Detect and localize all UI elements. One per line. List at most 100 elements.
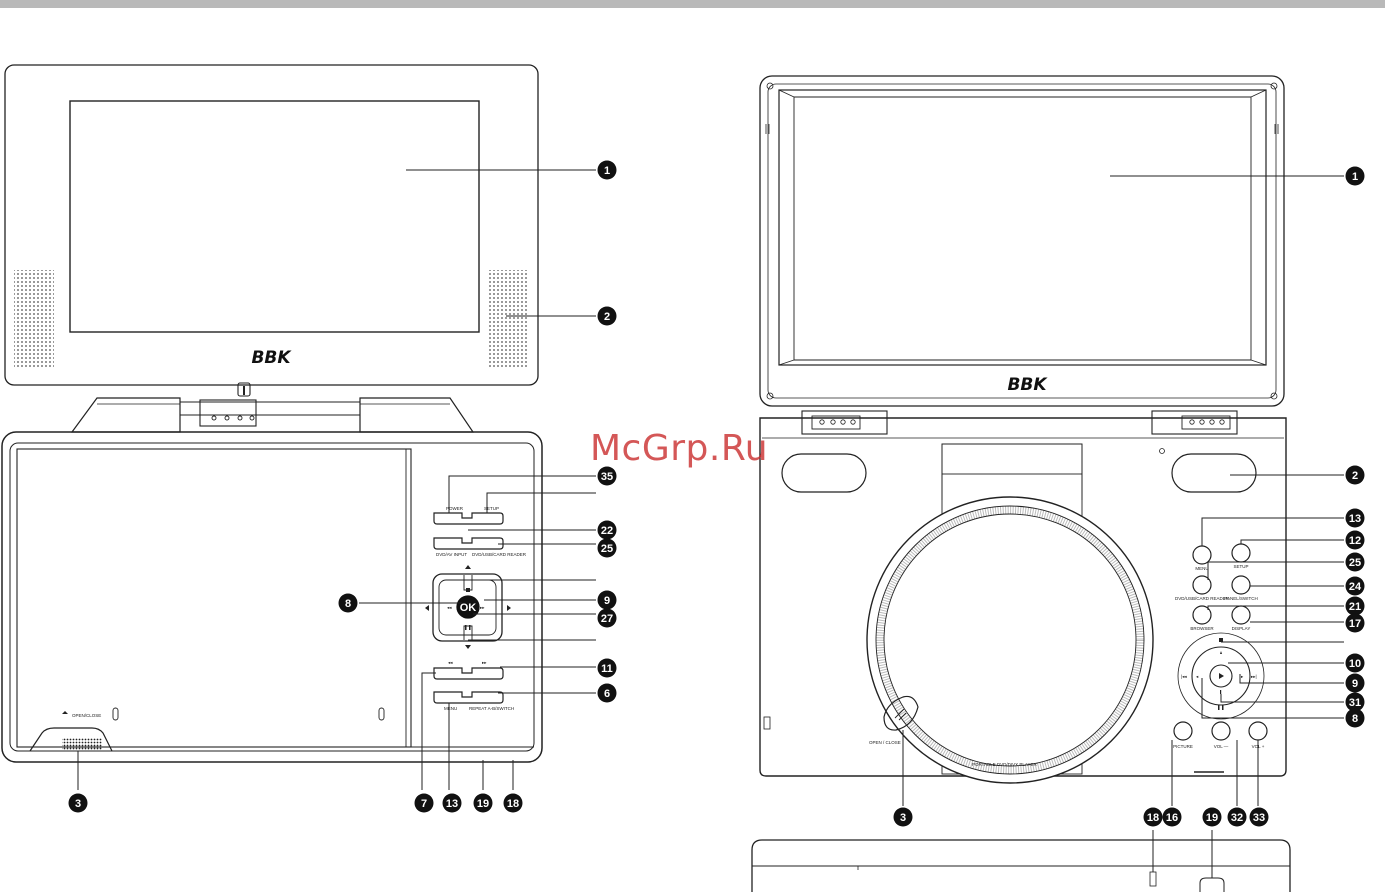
right-vol-minus-button[interactable] xyxy=(1211,721,1231,741)
callout xyxy=(414,793,434,813)
left-ok-button[interactable] xyxy=(456,595,480,619)
right-dvd-usb-button[interactable] xyxy=(1192,575,1212,595)
right-screen xyxy=(778,89,1267,366)
left-base-outer xyxy=(1,431,543,763)
svg-text:11: 11 xyxy=(601,663,613,675)
callout xyxy=(597,658,617,678)
callout xyxy=(597,538,617,558)
right-disc-outer xyxy=(866,496,1154,784)
svg-text:25: 25 xyxy=(1349,557,1361,569)
right-base-outer xyxy=(759,417,1287,777)
svg-text:16: 16 xyxy=(1166,812,1178,824)
svg-text:18: 18 xyxy=(1147,812,1159,824)
callout xyxy=(1345,552,1365,572)
right-panel-switch-button[interactable] xyxy=(1231,575,1251,595)
left-hinge-right xyxy=(359,397,475,433)
left-dpad[interactable] xyxy=(432,573,503,642)
svg-text:13: 13 xyxy=(446,798,458,810)
right-portable-label: PORTABLE DVD/DIVX PLAYER xyxy=(972,762,1038,767)
svg-text:◂◂: ◂◂ xyxy=(447,605,452,610)
svg-text:6: 6 xyxy=(604,688,610,700)
svg-text:2: 2 xyxy=(604,311,610,323)
left-dvd-av-button[interactable] xyxy=(433,537,504,550)
left-menu-repeat-button[interactable] xyxy=(433,691,504,704)
left-repeat-label: REPEAT A-B/SWITCH xyxy=(469,706,514,711)
svg-text:22: 22 xyxy=(601,525,613,537)
callout xyxy=(1345,653,1365,673)
right-dvd-usb-label: DVD/USB/CARD READER xyxy=(1175,596,1230,601)
callout xyxy=(503,793,523,813)
left-device: BBK OPEN/CLOSE POWER SETUP xyxy=(1,64,596,790)
svg-text:9: 9 xyxy=(1352,678,1358,690)
right-browser-button[interactable] xyxy=(1192,605,1212,625)
svg-text:19: 19 xyxy=(477,798,489,810)
svg-text:18: 18 xyxy=(507,798,519,810)
callout xyxy=(1345,465,1365,485)
right-lid-outer xyxy=(759,75,1285,407)
callout xyxy=(1345,613,1365,633)
callout xyxy=(597,520,617,540)
svg-text:12: 12 xyxy=(1349,535,1361,547)
left-setup-label: SETUP xyxy=(484,506,499,511)
svg-text:27: 27 xyxy=(601,613,613,625)
right-picture-label: PICTURE xyxy=(1173,744,1193,749)
right-display-button[interactable] xyxy=(1231,605,1251,625)
svg-text:24: 24 xyxy=(1349,581,1362,593)
svg-text:17: 17 xyxy=(1349,618,1361,630)
right-open-close-label: OPEN / CLOSE xyxy=(869,740,901,745)
svg-text:13: 13 xyxy=(1349,513,1361,525)
right-menu-button[interactable] xyxy=(1192,545,1212,565)
callout xyxy=(338,593,358,613)
callout xyxy=(1227,807,1247,827)
right-callouts: 1 2 13 12 25 24 21 17 10 9 31 8 3 18 16 … xyxy=(893,166,1365,827)
callout xyxy=(597,683,617,703)
right-picture-button[interactable] xyxy=(1173,721,1193,741)
svg-text:▸▸|: ▸▸| xyxy=(1251,674,1257,679)
callout xyxy=(597,466,617,486)
callout xyxy=(597,608,617,628)
svg-text:35: 35 xyxy=(601,471,613,483)
callout xyxy=(68,793,88,813)
left-brand-logo: BBK xyxy=(251,348,292,368)
right-vol-plus-button[interactable] xyxy=(1248,721,1268,741)
left-front-speaker xyxy=(62,738,102,751)
callout xyxy=(1202,807,1222,827)
right-play-button[interactable] xyxy=(1209,664,1233,688)
svg-text:1: 1 xyxy=(604,165,610,177)
callout xyxy=(1345,673,1365,693)
callout xyxy=(597,306,617,326)
callout xyxy=(442,793,462,813)
callout xyxy=(597,590,617,610)
left-next-label: ▸▸ xyxy=(482,660,487,665)
left-hinge-swivel xyxy=(199,399,257,427)
svg-text:9: 9 xyxy=(604,595,610,607)
callout xyxy=(1345,530,1365,550)
right-disc-ring xyxy=(876,506,1144,774)
svg-text:7: 7 xyxy=(421,798,427,810)
left-prev-next-button[interactable] xyxy=(433,667,504,680)
left-power-setup-button[interactable] xyxy=(433,512,504,525)
watermark-text: McGrp.Ru xyxy=(590,428,769,469)
right-setup-button[interactable] xyxy=(1231,543,1251,563)
right-nav-pad[interactable] xyxy=(1177,632,1265,720)
left-menu-label: MENU xyxy=(444,706,457,711)
svg-text:33: 33 xyxy=(1253,812,1265,824)
callout xyxy=(1162,807,1182,827)
svg-text:◂: ◂ xyxy=(1196,674,1199,679)
svg-text:3: 3 xyxy=(900,812,906,824)
right-browser-label: BROWSER xyxy=(1190,626,1214,631)
left-left-arrow-icon xyxy=(425,605,429,611)
right-open-close-button[interactable] xyxy=(883,695,919,731)
right-panel-switch-label: PANEL/SWITCH xyxy=(1224,596,1257,601)
right-setup-label: SETUP xyxy=(1233,564,1248,569)
right-menu-label: MENU xyxy=(1195,566,1208,571)
svg-text:25: 25 xyxy=(601,543,613,555)
left-ok-label: OK xyxy=(460,602,477,614)
right-speaker-left xyxy=(781,453,867,493)
svg-text:8: 8 xyxy=(345,598,351,610)
callout xyxy=(1345,166,1365,186)
callout xyxy=(1345,576,1365,596)
callout xyxy=(473,793,493,813)
right-stop-icon xyxy=(1219,638,1223,642)
